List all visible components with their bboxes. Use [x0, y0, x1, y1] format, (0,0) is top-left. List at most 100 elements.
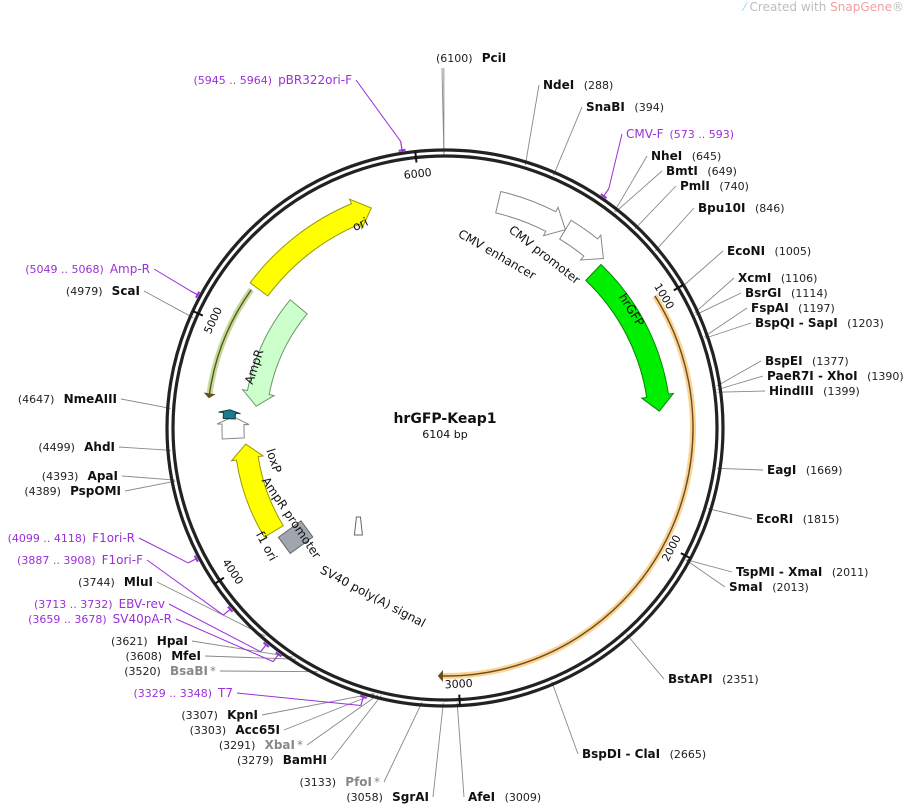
- site-line-eagi: [717, 467, 764, 471]
- tick-2000: [680, 552, 692, 560]
- site-line-pspomi: [124, 480, 176, 492]
- primer-line-t7: [236, 692, 361, 707]
- backbone-outer: [165, 148, 725, 708]
- primer-line-sv40pa-r: [175, 618, 274, 663]
- site-pos: (2351): [719, 673, 759, 686]
- site-name: NdeI: [543, 78, 574, 92]
- orf-arcs: [203, 288, 696, 682]
- site-pos: (6100): [436, 52, 473, 65]
- site-line-pmli: [634, 185, 677, 230]
- site-pos: (1106): [777, 272, 817, 285]
- plasmid-size: 6104 bp: [422, 428, 467, 441]
- leader-lines: [118, 67, 766, 798]
- feature-cmv-enhancer[interactable]: [495, 190, 567, 237]
- feature-ampr-promoter[interactable]: [216, 416, 250, 440]
- site-pos: (288): [580, 79, 613, 92]
- feature-loxp[interactable]: [218, 409, 241, 420]
- primer-label-amp-r: (5049 .. 5068)Amp-R: [25, 262, 150, 276]
- site-label-ndei: NdeI (288): [543, 78, 613, 92]
- site-label-mfei: (3608) MfeI: [125, 649, 201, 663]
- site-label-hindiii: HindIII (1399): [769, 384, 860, 398]
- primer-label-cmv-f: CMV-F(573 .. 593): [626, 127, 734, 141]
- site-label-sgrai: (3058) SgrAI: [346, 790, 429, 804]
- site-label-kpni: (3307) KpnI: [181, 708, 258, 722]
- tick-5000: [192, 310, 204, 317]
- primer-line-amp-r: [153, 268, 190, 291]
- site-pos: (649): [704, 165, 737, 178]
- primer-label-f1ori-r: (4099 .. 4118)F1ori-R: [8, 531, 135, 545]
- site-name: ApaI: [83, 469, 118, 483]
- primer-line-f1ori-f: [146, 559, 224, 616]
- site-name: XbaI: [260, 738, 295, 752]
- site-name: PciI: [478, 51, 507, 65]
- site-name: SgrAI: [388, 790, 429, 804]
- site-line-econi: [681, 250, 724, 288]
- site-line-tspmi-xmai: [686, 559, 733, 573]
- site-line-apai: [121, 475, 176, 481]
- site-line-xbai: [306, 694, 379, 746]
- primer-line-cmv-f: [608, 133, 623, 189]
- tick-6000: [414, 151, 418, 163]
- primer-label-f1ori-f: (3887 .. 3908)F1ori-F: [17, 553, 143, 567]
- tick-label-4000: 4000: [219, 557, 245, 587]
- site-label-snabi: SnaBI (394): [586, 100, 664, 114]
- site-line-sgrai: [432, 702, 444, 798]
- site-name: PfoI: [341, 775, 372, 789]
- site-label-mlui: (3744) MluI: [78, 575, 153, 589]
- orf-arc-keap1: [442, 295, 694, 677]
- site-pos: (2011): [828, 566, 868, 579]
- site-name: SmaI: [729, 580, 763, 594]
- site-pos: (3608): [125, 650, 162, 663]
- site-pos: (3621): [111, 635, 148, 648]
- site-label-ecori: EcoRI (1815): [756, 512, 839, 526]
- site-name: EcoRI: [756, 512, 793, 526]
- primer-label-ebv-rev: (3713 .. 3732)EBV-rev: [34, 597, 165, 611]
- feature-cmv-promoter[interactable]: [558, 219, 604, 261]
- site-name: BstAPI: [668, 672, 713, 686]
- feature-ampr[interactable]: [241, 299, 308, 407]
- site-label-eagi: EagI (1669): [767, 463, 842, 477]
- site-line-scai: [143, 290, 194, 319]
- site-line-hpai: [191, 640, 294, 658]
- site-line-pfoi: [383, 701, 423, 783]
- features: [216, 190, 675, 555]
- site-pos: (1114): [788, 287, 828, 300]
- site-label-pmli: PmlI (740): [680, 179, 749, 193]
- site-label-paer7i-xhoi: PaeR7I - XhoI (1390): [767, 369, 904, 383]
- site-line-ecori: [707, 508, 753, 520]
- orf-arrowhead-keap1: [437, 669, 444, 682]
- feature-sv40-poly-a-signal[interactable]: [277, 520, 314, 555]
- site-label-pspomi: (4389) PspOMI: [24, 484, 121, 498]
- site-label-xbai: (3291) XbaI*: [219, 738, 303, 752]
- site-pos: (3303): [190, 724, 227, 737]
- tick-3000: [458, 694, 461, 706]
- feature-f1-ori[interactable]: [230, 443, 284, 538]
- site-label-ahdi: (4499) AhdI: [38, 440, 115, 454]
- site-line-acc65i: [283, 693, 375, 731]
- site-label-bspdi-clai: BspDI - ClaI (2665): [582, 747, 706, 761]
- site-name: BspEI: [765, 354, 803, 368]
- site-name: SnaBI: [586, 100, 625, 114]
- site-name: MfeI: [167, 649, 201, 663]
- primer-label-sv40pa-r: (3659 .. 3678)SV40pA-R: [28, 612, 172, 626]
- feature-ori[interactable]: [249, 198, 372, 297]
- tick-label-5000: 5000: [201, 305, 225, 336]
- site-line-ndei: [524, 84, 540, 166]
- site-name: AhdI: [80, 440, 115, 454]
- site-pos: (1203): [844, 317, 884, 330]
- site-label-apai: (4393) ApaI: [42, 469, 118, 483]
- feature-hrgfp[interactable]: [585, 263, 675, 412]
- watermark-prefix: Created with: [749, 0, 831, 14]
- small-feature-arrow: [353, 516, 363, 536]
- feature-label-f1-ori: f1 ori: [253, 529, 280, 563]
- tick-1000: [673, 283, 684, 292]
- site-name: BmtI: [666, 164, 698, 178]
- site-label-tspmi-xmai: TspMI - XmaI (2011): [736, 565, 868, 579]
- site-pos: (3133): [300, 776, 337, 789]
- site-line-bspdi-clai: [551, 681, 579, 755]
- site-pos: (740): [716, 180, 749, 193]
- site-label-xcmi: XcmI (1106): [738, 271, 817, 285]
- site-name: BspDI - ClaI: [582, 747, 660, 761]
- site-label-bsabi: (3520) BsaBI*: [124, 664, 216, 678]
